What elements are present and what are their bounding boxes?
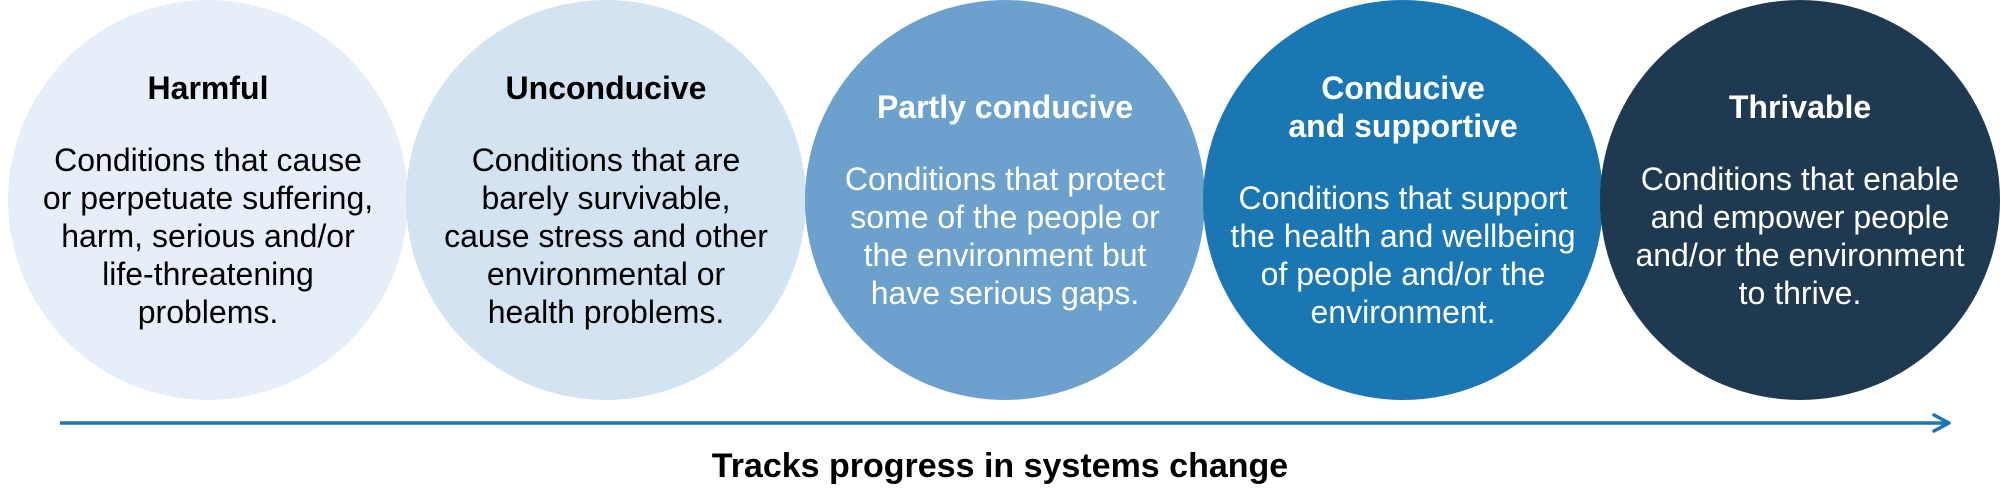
stage-title-conducive-supportive: Conducive and supportive — [1288, 70, 1518, 144]
stage-circle-harmful: Harmful Conditions that cause or perpetu… — [8, 0, 408, 400]
stage-title-harmful: Harmful — [147, 70, 269, 106]
progress-arrow-head — [1932, 413, 1951, 433]
stage-description-conducive-supportive: Conditions that support the health and w… — [1230, 180, 1576, 330]
arrow-caption: Tracks progress in systems change — [711, 447, 1289, 485]
stage-title-partly-conducive: Partly conducive — [876, 89, 1134, 125]
stage-description-unconducive: Conditions that are barely survivable, c… — [444, 142, 768, 330]
stage-description-thrivable: Conditions that enable and empower peopl… — [1635, 161, 1965, 311]
stage-circle-thrivable: Thrivable Conditions that enable and emp… — [1600, 0, 2000, 400]
progress-arrow — [60, 413, 1951, 433]
stage-circle-partly-conducive: Partly conducive Conditions that protect… — [805, 0, 1205, 400]
stage-circle-unconducive: Unconducive Conditions that are barely s… — [406, 0, 806, 400]
stage-description-harmful: Conditions that cause or perpetuate suff… — [42, 142, 374, 330]
stage-title-thrivable: Thrivable — [1728, 89, 1872, 125]
stage-description-partly-conducive: Conditions that protect some of the peop… — [844, 161, 1166, 311]
stage-title-unconducive: Unconducive — [505, 70, 707, 106]
stage-circle-conducive-supportive: Conducive and supportive Conditions that… — [1203, 0, 1603, 400]
